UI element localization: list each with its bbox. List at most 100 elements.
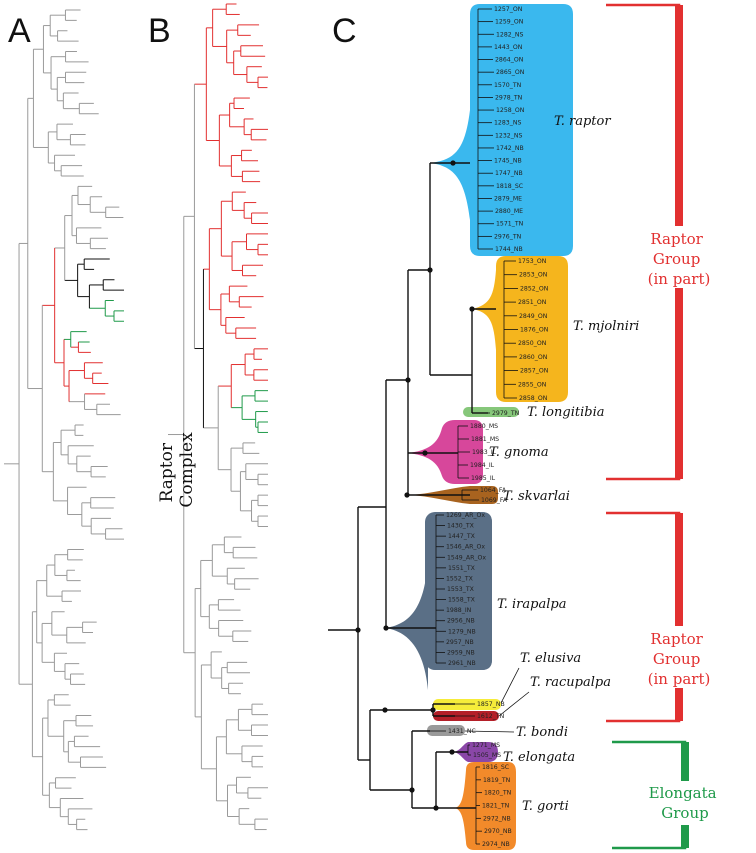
tip-label: 2850_ON [518, 340, 547, 347]
tip-labels: 1257_ON 1259_ON 1282_NS 1443_ON 2864_ON 2865_… [446, 6, 549, 848]
tip-label: 2972_NB [483, 815, 511, 822]
tip-label: 1876_ON [520, 327, 549, 334]
panel-label-b: B [148, 12, 171, 50]
tip-label: 1553_TX [447, 586, 475, 593]
raptor-complex-label: Raptor Complex [157, 432, 197, 508]
tip-label: 1431_NC [448, 728, 476, 735]
tip-label: 1753_ON [518, 258, 547, 265]
tip-label: 2880_ME [495, 208, 523, 215]
panel-label-a: A [8, 12, 31, 50]
support-node [433, 805, 439, 811]
tip-label: 1430_TX [447, 523, 475, 530]
support-node [469, 306, 475, 312]
tip-label: 1558_TX [448, 597, 476, 604]
tree-panel-a [4, 9, 124, 831]
support-node [430, 707, 436, 713]
tip-label: 1820_TN [484, 790, 512, 797]
tip-label: 1271_MS [472, 742, 500, 749]
tip-label: 1612_TN [477, 713, 505, 720]
clade-shape-mjolniri [472, 256, 568, 402]
tip-label: 2865_ON [496, 69, 525, 76]
tip-label: 2979_TN [492, 410, 520, 417]
species-label-elusiva: T. elusiva [520, 651, 581, 666]
tip-label: 2852_ON [520, 285, 549, 292]
tip-label: 1257_ON [494, 6, 523, 13]
tip-label: 2970_NB [484, 828, 512, 835]
species-labels: T. raptor T. mjolniri T. longitibia T. g… [464, 114, 639, 814]
tree-panel-b [168, 3, 268, 831]
tip-label: 2864_ON [495, 57, 524, 64]
tip-label: 1282_NS [496, 31, 523, 38]
tip-label: 2858_ON [519, 395, 548, 402]
support-node [355, 627, 361, 633]
clade-shape-gorti [455, 762, 516, 850]
tip-label: 1988_IN [446, 607, 472, 614]
species-label-irapalpa: T. irapalpa [497, 597, 566, 612]
tip-label: 2957_NB [446, 639, 474, 646]
support-node [409, 787, 415, 793]
species-label-gorti: T. gorti [522, 799, 569, 814]
clade-shape-raptor [430, 4, 573, 256]
species-label-elongata: T. elongata [503, 750, 575, 765]
tip-label: 1821_TN [482, 803, 510, 810]
clade-shape-gnoma [407, 420, 483, 484]
tip-label: 2851_ON [518, 299, 547, 306]
tree-panel-c-backbone [328, 162, 496, 809]
tip-label: 1819_TN [483, 777, 511, 784]
tip-label: 2860_ON [519, 354, 548, 361]
panel-label-c: C [332, 12, 357, 50]
tip-label: 1818_SC [496, 183, 523, 190]
tip-label: 1549_AR_Ox [447, 554, 486, 561]
tip-label: 2857_ON [520, 368, 549, 375]
tip-label: 1505_MS [473, 752, 501, 759]
tip-label: 1064_FA [480, 487, 507, 494]
tree-panel-c-tips [430, 8, 518, 845]
group-label-raptor-1: Raptor Group (in part) [648, 230, 711, 288]
tip-label: 2976_TN [494, 233, 522, 240]
tip-label: 1551_TX [448, 565, 476, 572]
species-label-racupalpa: T. racupalpa [530, 675, 611, 690]
support-node [422, 450, 428, 456]
tip-label: 1571_TN [496, 221, 524, 228]
tip-label: 2849_ON [519, 313, 548, 320]
species-label-skvarlai: T. skvarlai [503, 489, 570, 504]
tip-label: 1984_IL [470, 462, 495, 469]
tip-label: 1447_TX [448, 533, 476, 540]
species-label-bondi: T. bondi [516, 725, 568, 740]
tip-label: 1269_AR_Ox [446, 512, 485, 519]
support-node [404, 492, 410, 498]
support-nodes [355, 160, 475, 811]
tip-label: 1283_NS [494, 120, 521, 127]
support-node [382, 707, 388, 713]
support-node [383, 625, 389, 631]
raptor-complex-line-1: Raptor [157, 442, 177, 502]
support-node [449, 749, 455, 755]
tip-label: 1546_AR_Ox [446, 544, 485, 551]
bracket-bar-raptor-group-2 [675, 513, 683, 721]
clade-shape-bondi [427, 725, 465, 736]
tip-label: 2978_TN [495, 94, 523, 101]
tip-label: 1742_NB [496, 145, 524, 152]
support-node [427, 267, 433, 273]
species-label-raptor: T. raptor [554, 114, 611, 129]
clade-shape-elusiva [433, 699, 501, 710]
tip-label: 1259_ON [495, 19, 524, 26]
tip-label: 1880_MS [470, 423, 498, 430]
tip-label: 2853_ON [519, 272, 548, 279]
group-label-elongata: Elongata Group [649, 784, 722, 822]
tip-label: 1443_ON [494, 44, 523, 51]
tip-label: 2959_NB [447, 649, 475, 656]
tip-label: 1881_MS [471, 436, 499, 443]
tip-label: 1747_NB [495, 170, 523, 177]
tip-label: 2961_NB [448, 660, 476, 667]
bracket-raptor-group-2 [606, 511, 681, 723]
clade-shapes [385, 4, 573, 850]
clade-shape-longitibia [463, 407, 519, 417]
clade-shape-elongata [452, 742, 498, 762]
tip-label: 1857_NB [477, 701, 505, 708]
group-brackets: Raptor Group (in part) Raptor Group (in … [606, 3, 726, 850]
tip-label: 2855_ON [518, 381, 547, 388]
tip-label: 1983_IL [472, 449, 497, 456]
tip-label: 1069_FA [481, 497, 508, 504]
